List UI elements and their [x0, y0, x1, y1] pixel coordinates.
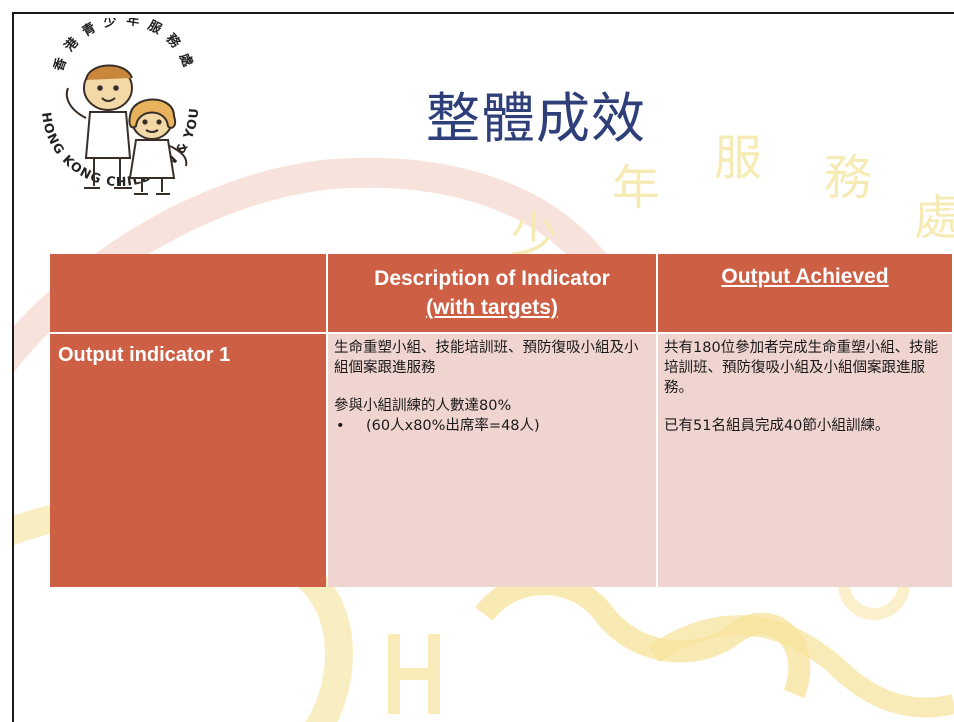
hkcys-logo: 香 港 青 少 年 服 務 處 HONG KONG CHILDREN & YOU…: [20, 18, 200, 195]
output-para2: 已有51名組員完成40節小組訓練。: [664, 418, 890, 434]
slide: 少 年 服 務 處 香 港 青 少 年 服 務 處 HONG KONG CHIL…: [12, 12, 954, 722]
description-para2: 參與小組訓練的人數達80%: [334, 398, 512, 414]
description-bullet-text: (60人x80%出席率=48人): [366, 418, 540, 434]
watermark-h: [388, 634, 440, 714]
slide-title: 整體成效: [426, 87, 646, 150]
description-bullet-item: • (60人x80%出席率=48人): [334, 416, 648, 436]
watermark-char-1: 少: [510, 208, 559, 264]
output-para1: 共有180位參加者完成生命重塑小組、技能培訓班、預防復吸小組及小組個案跟進服務。: [664, 340, 939, 396]
indicator-table: Description of Indicator (with targets) …: [50, 254, 952, 587]
bullet-dot-icon: •: [336, 418, 345, 434]
table-header-description: Description of Indicator (with targets): [328, 254, 656, 332]
logo-boy: [65, 64, 133, 189]
row-output-cell: 共有180位參加者完成生命重塑小組、技能培訓班、預防復吸小組及小組個案跟進服務。…: [658, 334, 952, 587]
table-header-output: Output Achieved: [658, 254, 952, 332]
watermark-figure-2: [648, 615, 954, 718]
description-para1: 生命重塑小組、技能培訓班、預防復吸小組及小組個案跟進服務: [334, 340, 639, 376]
watermark-figure: [475, 573, 811, 699]
header-output-label: Output Achieved: [721, 265, 889, 288]
row-description-cell: 生命重塑小組、技能培訓班、預防復吸小組及小組個案跟進服務 參與小組訓練的人數達8…: [328, 334, 656, 587]
svg-text:香 港 青 少 年 服 務 處: 香 港 青 少 年 服 務 處: [50, 18, 197, 74]
header-description-line2: (with targets): [426, 296, 558, 319]
row-label-output-indicator-1: Output indicator 1: [50, 334, 326, 587]
watermark-char-5: 處: [914, 194, 954, 242]
header-description-line1: Description of Indicator: [374, 267, 610, 290]
watermark-char-2: 年: [612, 160, 661, 216]
logo-girl: [128, 98, 188, 195]
table-header-blank: [50, 254, 326, 332]
watermark-char-3: 服: [714, 130, 763, 186]
watermark-char-4: 務: [824, 150, 873, 206]
